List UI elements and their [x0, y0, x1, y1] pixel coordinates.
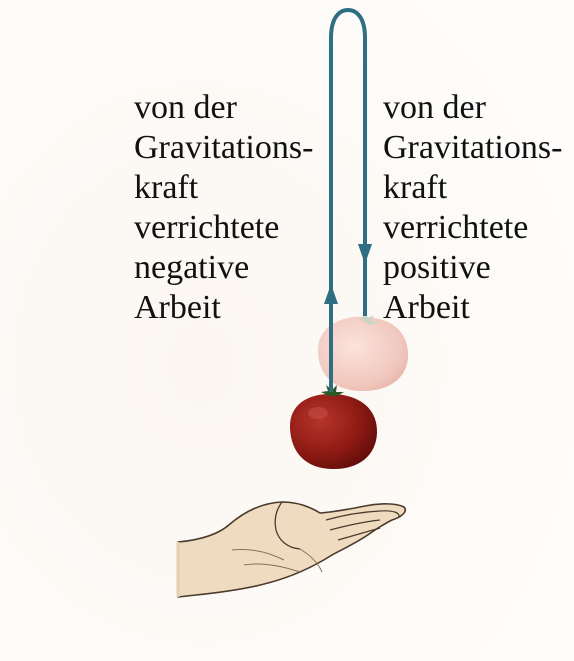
label-line: von der [134, 88, 313, 128]
label-line: positive [383, 248, 562, 288]
label-positive-work: von der Gravitations- kraft verrichtete … [383, 88, 562, 328]
label-line: verrichtete [134, 208, 313, 248]
label-line: negative [134, 248, 313, 288]
label-line: von der [383, 88, 562, 128]
label-line: Arbeit [134, 288, 313, 328]
label-line: verrichtete [383, 208, 562, 248]
label-line: Gravitations- [383, 128, 562, 168]
label-line: kraft [383, 168, 562, 208]
label-negative-work: von der Gravitations- kraft verrichtete … [134, 88, 313, 328]
label-line: Arbeit [383, 288, 562, 328]
label-line: kraft [134, 168, 313, 208]
label-line: Gravitations- [134, 128, 313, 168]
